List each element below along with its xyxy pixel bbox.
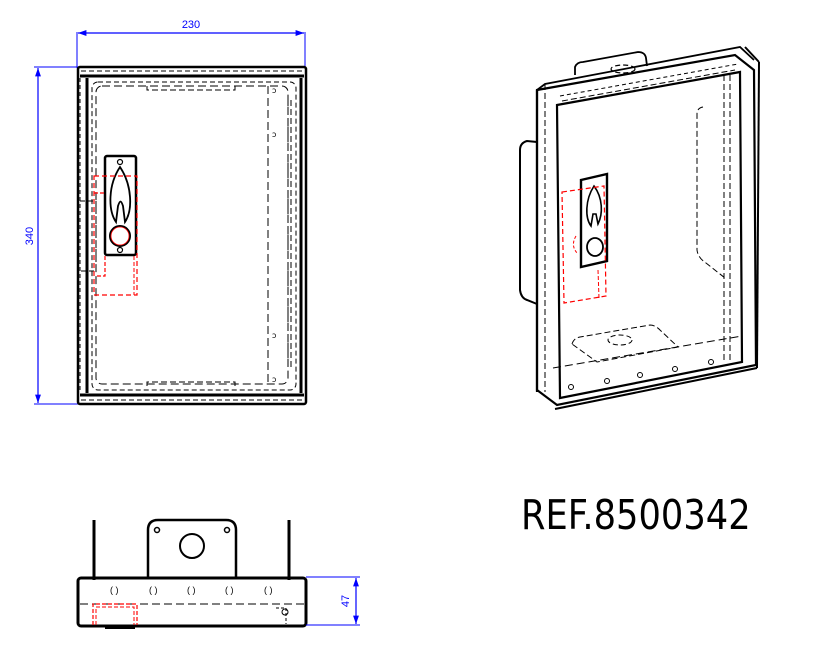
bottom-view: ( ) ( ) ( ) ( ) ( ) 47 bbox=[76, 518, 360, 629]
width-dimension-value: 230 bbox=[182, 19, 200, 31]
svg-text:( ): ( ) bbox=[264, 585, 273, 595]
hidden-lock-mechanism bbox=[93, 175, 138, 296]
height-dimension: 340 bbox=[24, 66, 78, 405]
svg-text:( ): ( ) bbox=[110, 585, 119, 595]
svg-text:( ): ( ) bbox=[225, 585, 234, 595]
reference-number: REF.8500342 bbox=[521, 491, 751, 539]
width-dimension: 230 bbox=[76, 19, 306, 68]
iso-hidden-lock-mechanism bbox=[561, 185, 607, 304]
depth-dimension: 47 bbox=[306, 576, 360, 626]
svg-text:ɔ: ɔ bbox=[272, 86, 276, 95]
depth-dimension-value: 47 bbox=[340, 595, 352, 607]
svg-text:ɔ: ɔ bbox=[272, 375, 276, 384]
iso-lock-handle bbox=[579, 172, 609, 269]
svg-text:ɔ: ɔ bbox=[272, 130, 276, 139]
lock-handle bbox=[103, 154, 138, 257]
svg-text:ɔ: ɔ bbox=[272, 331, 276, 340]
svg-text:( ): ( ) bbox=[187, 585, 196, 595]
front-view: 230 340 ɔ ɔ ɔ ɔ bbox=[24, 19, 308, 406]
height-dimension-value: 340 bbox=[24, 227, 36, 245]
svg-text:( ): ( ) bbox=[149, 585, 158, 595]
isometric-view bbox=[519, 46, 760, 410]
